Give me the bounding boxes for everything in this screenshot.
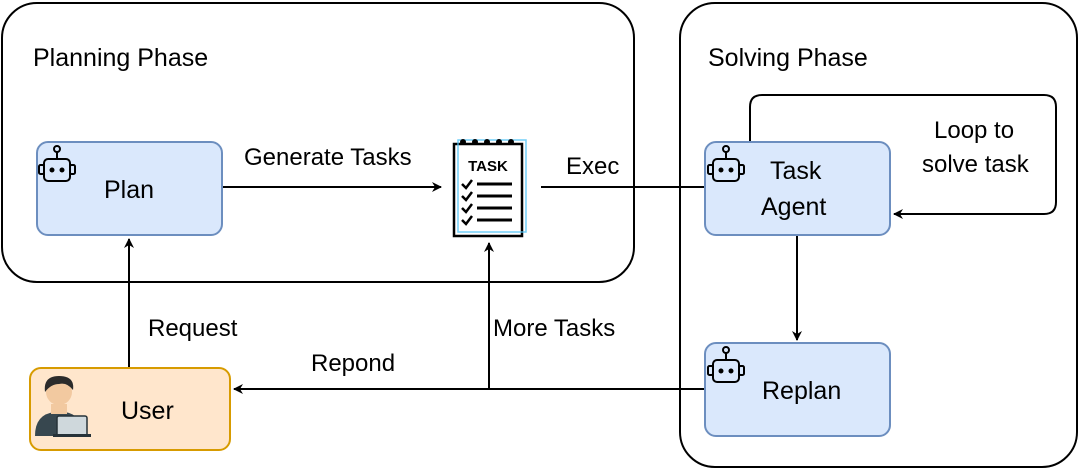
robot-icon: [38, 145, 76, 182]
plan-label: Plan: [104, 176, 155, 204]
loop-label-line1: Loop to: [934, 117, 1015, 144]
exec-label: Exec: [566, 153, 620, 180]
generate-tasks-label: Generate Tasks: [244, 144, 412, 171]
task-agent-label-line2: Agent: [761, 193, 827, 221]
task-checklist-icon: TASK: [452, 139, 527, 238]
planning-phase-label: Planning Phase: [33, 44, 209, 72]
request-label: Request: [148, 315, 238, 342]
solving-phase-container: [679, 2, 1078, 468]
edge-loop: [749, 94, 1057, 219]
solving-phase-label: Solving Phase: [708, 44, 868, 72]
task-agent-node: Task Agent: [704, 141, 891, 236]
loop-label-line2: solve task: [922, 151, 1029, 178]
robot-icon: [707, 145, 745, 182]
plan-node: Plan: [36, 141, 223, 236]
task-agent-label-line1: Task: [770, 157, 822, 185]
more-tasks-label: More Tasks: [493, 315, 616, 342]
task-card-label: TASK: [468, 158, 508, 175]
robot-icon: [707, 346, 745, 383]
repond-label: Repond: [311, 350, 396, 377]
planning-phase-container: [1, 2, 635, 283]
replan-node: Replan: [704, 342, 891, 437]
person-laptop-icon: [35, 376, 91, 437]
user-label: User: [121, 397, 174, 425]
replan-label: Replan: [762, 377, 842, 405]
